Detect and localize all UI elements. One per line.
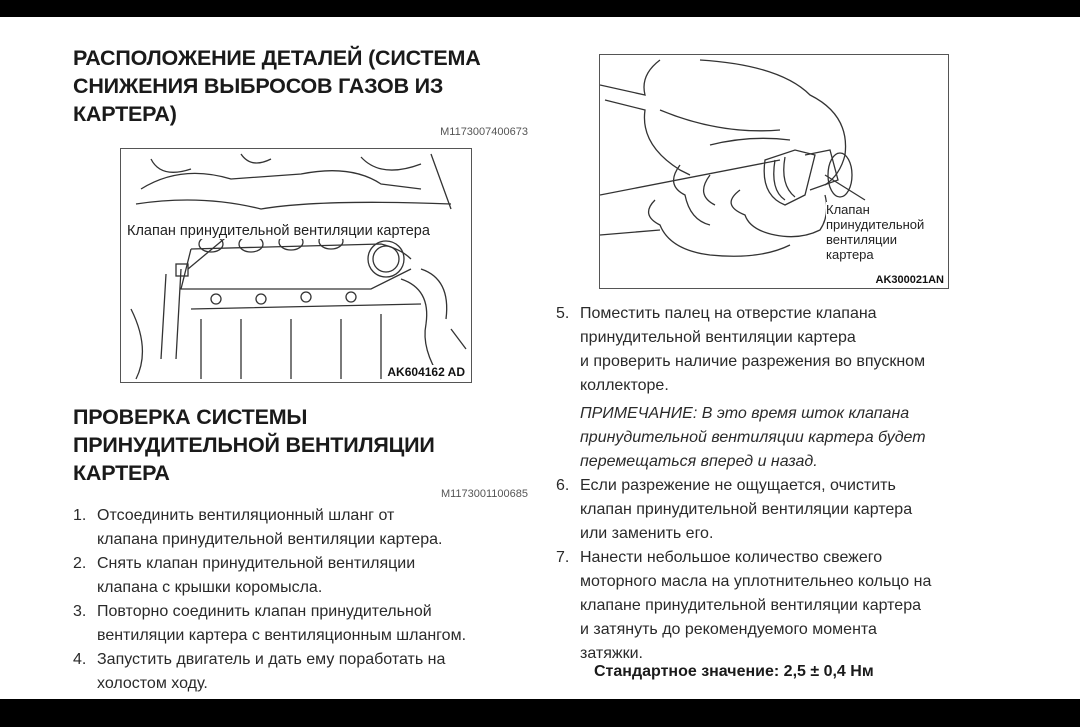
note-line: перемещаться вперед и назад. <box>580 453 818 470</box>
manual-page: РАСПОЛОЖЕНИЕ ДЕТАЛЕЙ (СИСТЕМА СНИЖЕНИЯ В… <box>0 17 1080 699</box>
step-line: вентиляции картера с вентиляционным шлан… <box>97 627 467 644</box>
step-line: клапана принудительной вентиляции картер… <box>97 531 443 548</box>
standard-value: Стандартное значение: 2,5 ± 0,4 Нм <box>594 663 874 680</box>
steps-list-left: 1. Отсоединить вентиляционный шланг от кла… <box>73 504 543 696</box>
label-line: Клапан <box>826 202 870 217</box>
step-item: 6. Если разрежение не ощущается, очистит… <box>556 474 1026 546</box>
step-line: Поместить палец на отверстие клапана <box>580 305 877 322</box>
note: ПРИМЕЧАНИЕ: В это время шток клапана прин… <box>556 402 1026 474</box>
figure-callout-label: Клапан принудительной вентиляции картера <box>127 223 430 239</box>
note-line: ПРИМЕЧАНИЕ: В это время шток клапана <box>580 405 910 422</box>
label-line: принудительной <box>826 217 925 232</box>
step-item: 5. Поместить палец на отверстие клапана п… <box>556 302 1026 398</box>
step-item: 1. Отсоединить вентиляционный шланг от кла… <box>73 504 543 552</box>
step-item: 3. Повторно соединить клапан принудительн… <box>73 600 543 648</box>
title-line: РАСПОЛОЖЕНИЕ ДЕТАЛЕЙ (СИСТЕМА <box>73 46 481 70</box>
document-code: M1173007400673 <box>440 126 528 138</box>
label-line: картера <box>826 247 874 262</box>
step-item: 4. Запустить двигатель и дать ему поработ… <box>73 648 543 696</box>
document-code: M1173001100685 <box>440 488 528 500</box>
hand-valve-figure: Клапан принудительной вентиляции картера… <box>599 54 949 289</box>
step-line: Нанести небольшое количество свежего <box>580 549 883 566</box>
step-number: 4. <box>73 651 87 668</box>
step-line: клапане принудительной вентиляции картер… <box>580 597 921 614</box>
title-line: КАРТЕРА) <box>73 102 177 126</box>
step-line: Запустить двигатель и дать ему поработат… <box>97 651 446 668</box>
step-line: коллекторе. <box>580 377 669 394</box>
step-line: клапана с крышки коромысла. <box>97 579 323 596</box>
title-line: КАРТЕРА <box>73 461 170 485</box>
hand-drawing <box>600 59 866 257</box>
title-line: СНИЖЕНИЯ ВЫБРОСОВ ГАЗОВ ИЗ <box>73 74 444 98</box>
step-line: Повторно соединить клапан принудительной <box>97 603 432 620</box>
step-number: 5. <box>556 305 570 322</box>
step-item: 2. Снять клапан принудительной вентиляции… <box>73 552 543 600</box>
section-title-component-location: РАСПОЛОЖЕНИЕ ДЕТАЛЕЙ (СИСТЕМА СНИЖЕНИЯ В… <box>73 44 481 128</box>
title-line: ПРИНУДИТЕЛЬНОЙ ВЕНТИЛЯЦИИ <box>73 433 435 457</box>
step-number: 1. <box>73 507 87 524</box>
step-line: клапан принудительной вентиляции картера <box>580 501 913 518</box>
figure-code: AK300021AN <box>873 274 946 286</box>
figure-callout-label: Клапан принудительной вентиляции картера <box>826 202 925 262</box>
step-line: и затянуть до рекомендуемого момента <box>580 621 877 638</box>
step-number: 7. <box>556 549 570 566</box>
engine-figure: Клапан принудительной вентиляции картера… <box>120 148 472 383</box>
step-item: 7. Нанести небольшое количество свежего м… <box>556 546 1026 666</box>
step-line: затяжки. <box>580 645 643 662</box>
title-line: ПРОВЕРКА СИСТЕМЫ <box>73 405 308 429</box>
step-number: 6. <box>556 477 570 494</box>
step-line: Если разрежение не ощущается, очистить <box>580 477 896 494</box>
steps-list-right: 5. Поместить палец на отверстие клапана п… <box>556 302 1026 666</box>
step-line: холостом ходу. <box>97 675 208 692</box>
step-line: и проверить наличие разрежения во впускн… <box>580 353 926 370</box>
figure-code: AK604162 AD <box>385 365 467 379</box>
section-title-pcv-check: ПРОВЕРКА СИСТЕМЫ ПРИНУДИТЕЛЬНОЙ ВЕНТИЛЯЦ… <box>73 403 435 487</box>
step-line: принудительной вентиляции картера <box>580 329 856 346</box>
note-line: принудительной вентиляции картера будет <box>580 429 926 446</box>
step-line: моторного масла на уплотнительнео кольцо… <box>580 573 932 590</box>
step-number: 2. <box>73 555 87 572</box>
label-line: вентиляции <box>826 232 897 247</box>
step-number: 3. <box>73 603 87 620</box>
engine-drawing <box>130 153 467 380</box>
step-line: Отсоединить вентиляционный шланг от <box>97 507 395 524</box>
step-line: Снять клапан принудительной вентиляции <box>97 555 416 572</box>
step-line: или заменить его. <box>580 525 714 542</box>
